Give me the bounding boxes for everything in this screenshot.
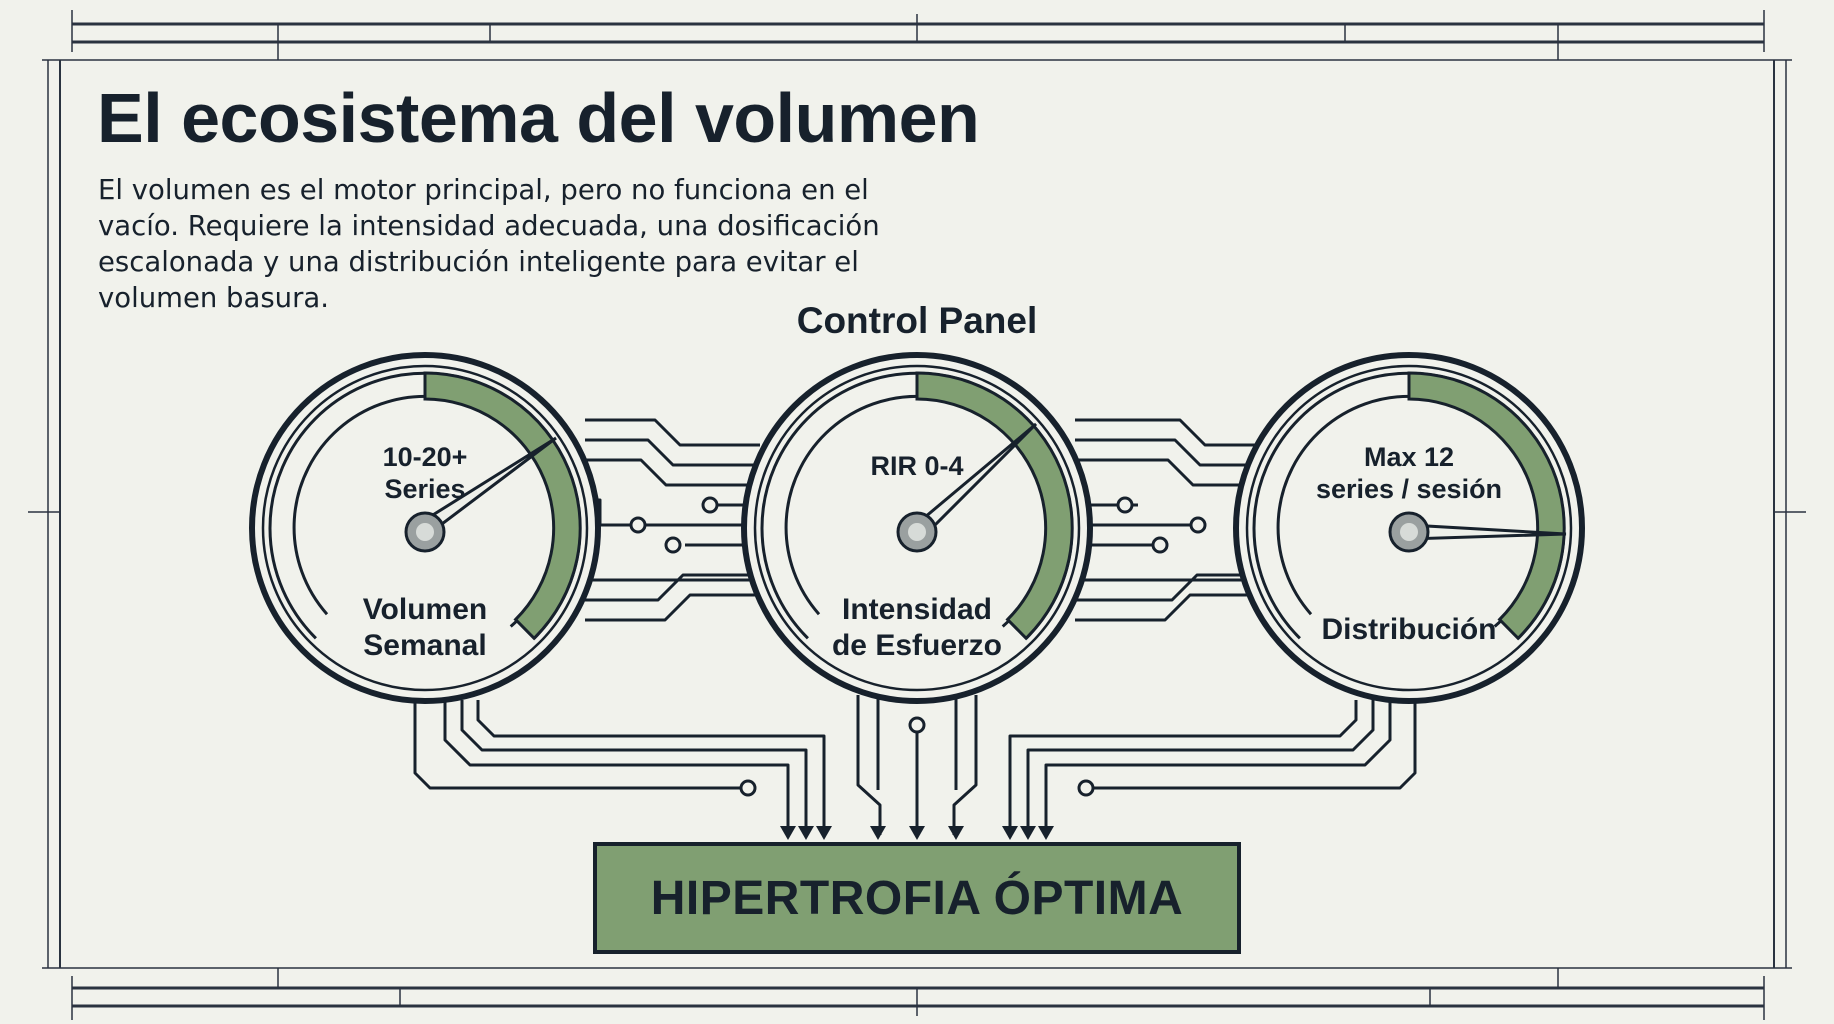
page-title: El ecosistema del volumen bbox=[97, 79, 980, 157]
arrowheads bbox=[780, 826, 1054, 840]
output-label: HIPERTROFIA ÓPTIMA bbox=[650, 871, 1184, 925]
gauge-distribucion bbox=[1233, 352, 1585, 704]
blueprint-frame bbox=[28, 10, 1806, 1020]
gauge-label-distribucion: Distribución bbox=[1321, 613, 1497, 646]
gauge-green-zone bbox=[423, 371, 582, 641]
circuit-traces bbox=[413, 418, 1417, 835]
intro-text: El volumen es el motor principal, pero n… bbox=[98, 174, 880, 314]
gauge-label-intensidad: Intensidad de Esfuerzo bbox=[831, 593, 1003, 662]
gauge-value-intensidad: RIR 0-4 bbox=[870, 451, 964, 481]
gauge-value-volumen: 10-20+ Series bbox=[382, 442, 468, 504]
gauge-green-zone bbox=[915, 371, 1074, 641]
gauge-intensidad-de-esfuerzo bbox=[741, 352, 1093, 704]
output-box: HIPERTROFIA ÓPTIMA bbox=[593, 842, 1241, 954]
gauge-volumen-semanal bbox=[249, 352, 601, 704]
control-panel-title: Control Panel bbox=[796, 300, 1038, 341]
gauge-label-volumen: Volumen Semanal bbox=[362, 593, 488, 662]
gauge-green-zone bbox=[1407, 371, 1566, 641]
circuit-nodes bbox=[629, 496, 1207, 797]
gauge-value-distribucion: Max 12 series / sesión bbox=[1315, 442, 1503, 504]
